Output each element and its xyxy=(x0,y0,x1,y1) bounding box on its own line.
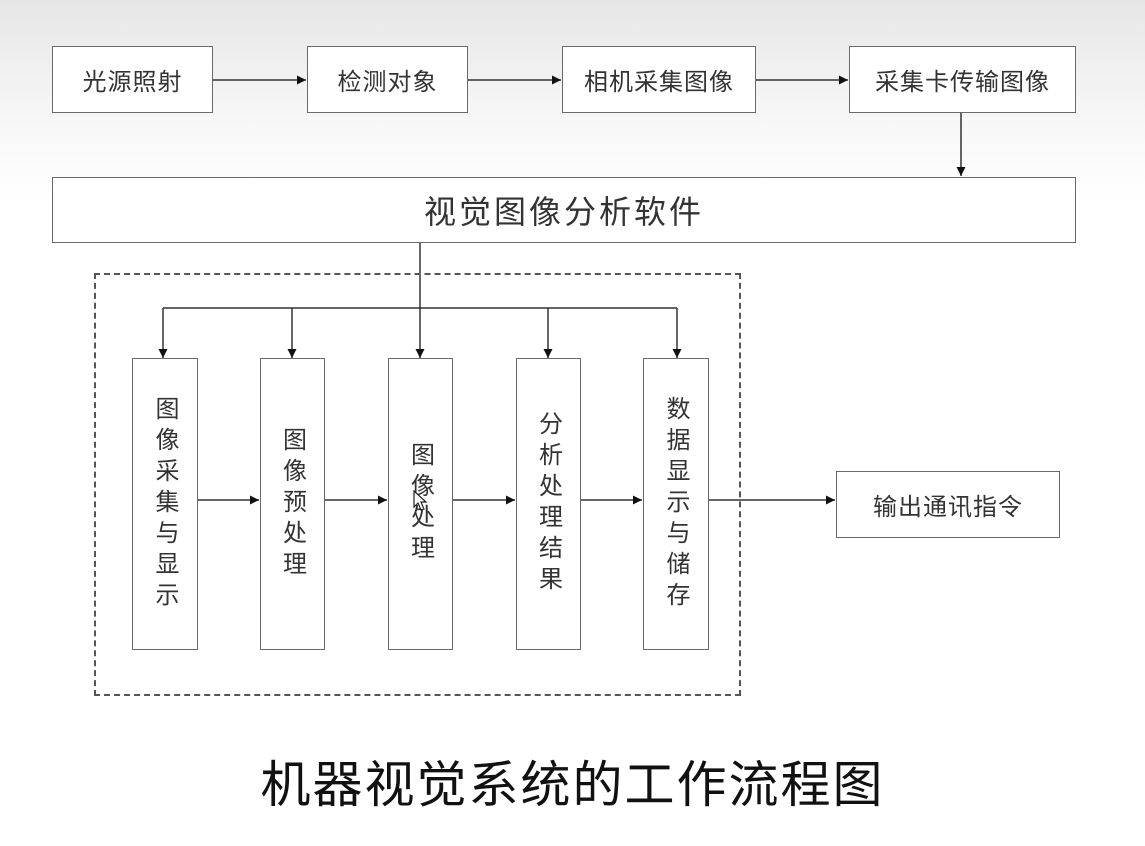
node-capture-card: 采集卡传输图像 xyxy=(849,46,1076,113)
node-output-command: 输出通讯指令 xyxy=(836,471,1060,538)
node-light-source: 光源照射 xyxy=(52,46,213,113)
step-label: 图像采集与显示 xyxy=(151,395,179,613)
mouse-cursor-icon xyxy=(413,490,428,511)
software-module-group xyxy=(94,273,741,696)
diagram-caption: 机器视觉系统的工作流程图 xyxy=(260,756,885,814)
step-label: 图像预处理 xyxy=(278,426,307,582)
step-image-acquisition: 图像采集与显示 xyxy=(132,358,198,650)
node-camera-capture: 相机采集图像 xyxy=(562,46,756,113)
step-preprocessing: 图像预处理 xyxy=(260,358,325,650)
node-vision-software: 视觉图像分析软件 xyxy=(52,177,1076,243)
step-data-display-storage: 数据显示与储存 xyxy=(643,358,709,650)
step-label: 分析处理结果 xyxy=(534,411,563,597)
node-inspected-object: 检测对象 xyxy=(307,46,468,113)
step-analysis-results: 分析处理结果 xyxy=(516,358,581,650)
step-label: 数据显示与储存 xyxy=(662,395,690,613)
